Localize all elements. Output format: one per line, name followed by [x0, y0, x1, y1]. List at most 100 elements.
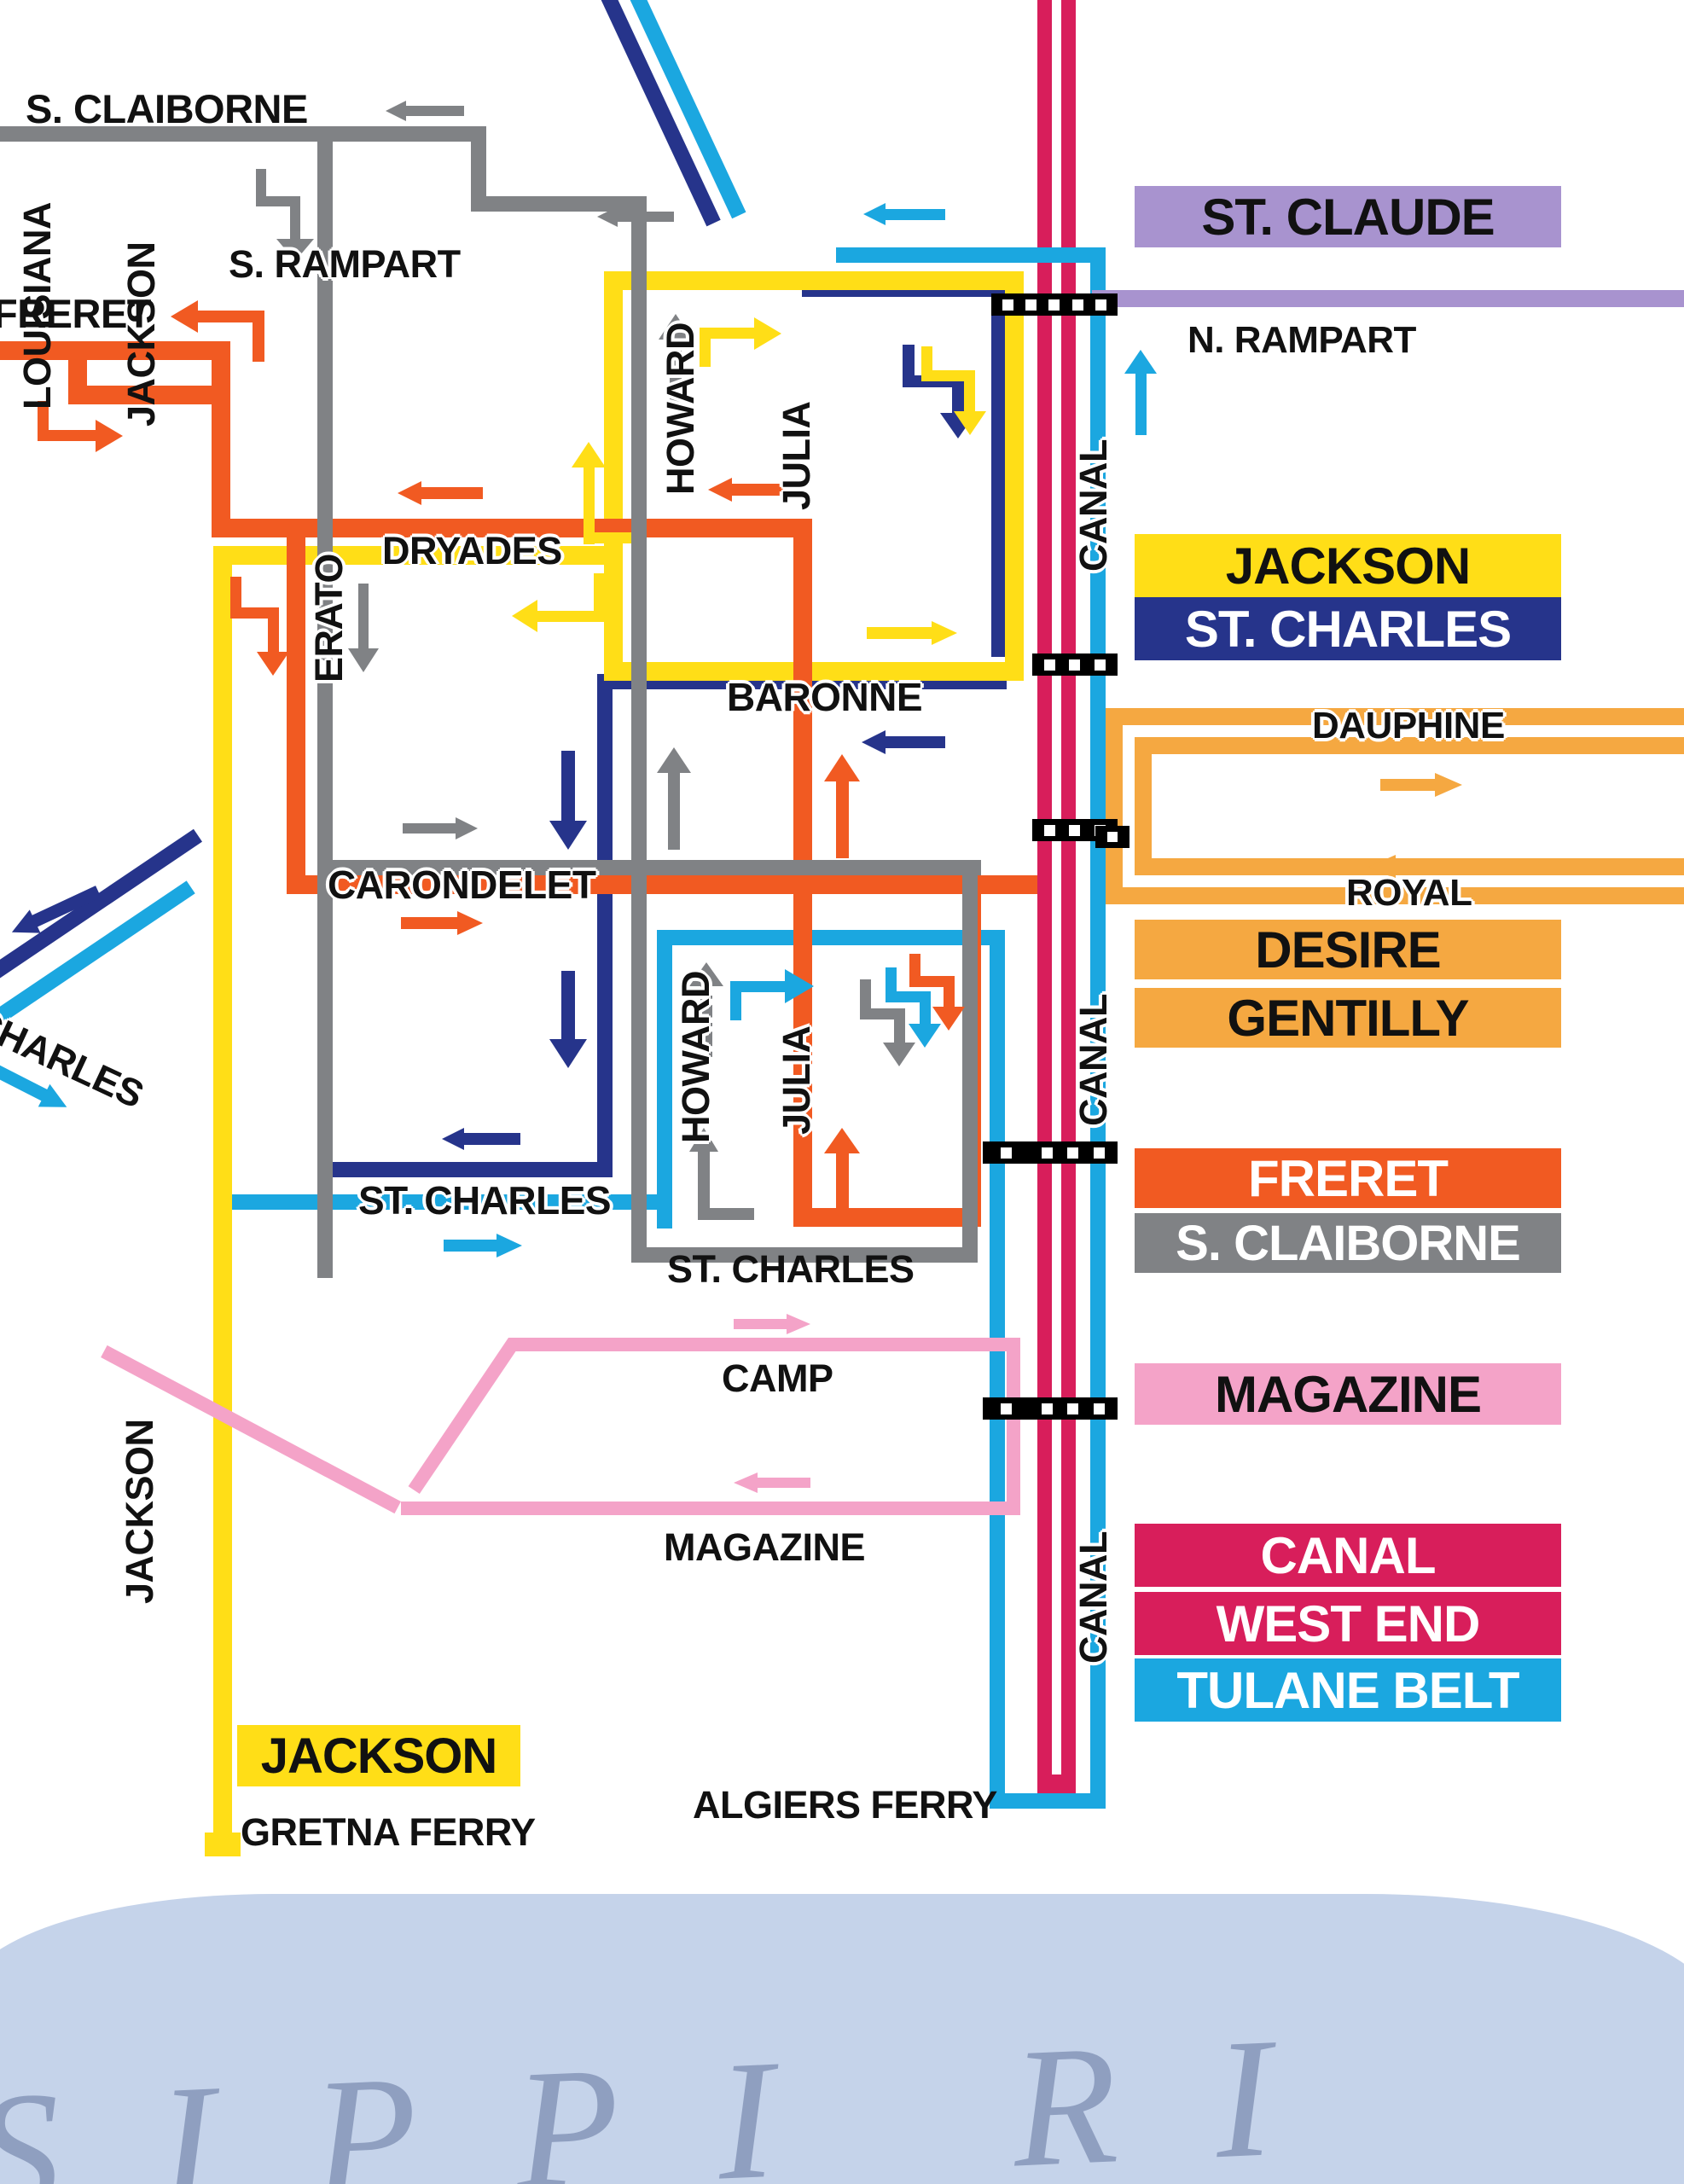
street-label-louisiana: LOUISIANA: [15, 202, 59, 410]
stop-marker-canal-carondelet-west: [983, 1141, 1029, 1164]
direction-arrow-baronne-west: [862, 730, 945, 754]
tulane-belt-ferry-spur: [990, 930, 1005, 1809]
legend-item-s-claiborne[interactable]: S. CLAIBORNE: [1135, 1213, 1561, 1273]
gentilly-royal-lower: [1106, 887, 1684, 904]
street-label-royal: ROYAL: [1346, 872, 1472, 914]
s-claiborne-rampart-vertical: [317, 126, 333, 1278]
tulane-belt-bottom-turn: [990, 1793, 1106, 1809]
legend-item-st-claude[interactable]: ST. CLAUDE: [1135, 186, 1561, 247]
stop-marker-canal-carondelet-east: [1029, 1141, 1118, 1164]
st-charles-lower-horizontal: [333, 1162, 613, 1177]
s-claiborne-lower-horizontal: [631, 1247, 978, 1263]
legend-item-tulane-belt[interactable]: TULANE BELT: [1135, 1658, 1561, 1722]
direction-arrow-louisiana-east: [38, 401, 123, 454]
street-label-julia-bottom: JULIA: [775, 1025, 818, 1135]
legend-item-jackson[interactable]: JACKSON: [1135, 534, 1561, 597]
freret-loop-right: [212, 341, 230, 537]
s-claiborne-rampart-jog-v: [471, 126, 486, 200]
magazine-canal-vertical: [1007, 1338, 1020, 1515]
direction-arrow-julia-turn-orange: [909, 954, 981, 1048]
jackson-howard-vertical: [604, 271, 623, 681]
direction-arrow-freret-west: [171, 300, 264, 362]
legend-item-gentilly[interactable]: GENTILLY: [1135, 988, 1561, 1048]
desire-loop-inner-left: [1135, 737, 1152, 875]
legend-item-st-charles[interactable]: ST. CHARLES: [1135, 597, 1561, 660]
tulane-belt-carondelet-box-top: [657, 930, 1005, 945]
freret-loop-top: [0, 341, 230, 360]
legend-item-desire[interactable]: DESIRE: [1135, 920, 1561, 979]
legend-item-west-end[interactable]: WEST END: [1135, 1592, 1561, 1655]
s-claiborne-julia-vertical: [962, 860, 978, 1261]
direction-arrow-julia-turn-cyan: [886, 967, 957, 1061]
direction-arrow-jackson-south: [921, 346, 998, 440]
direction-arrow-s-claiborne-west: [386, 101, 464, 121]
direction-arrow-jackson-east-baronne: [867, 621, 957, 645]
terminal-label-gretna-ferry: GRETNA FERRY: [241, 1810, 536, 1854]
stop-marker-canal-camp-west: [983, 1397, 1029, 1420]
terminal-label-algiers-ferry: ALGIERS FERRY: [693, 1783, 997, 1827]
desire-dauphine: [1106, 708, 1684, 725]
street-label-st-charles-mid: ST. CHARLES: [358, 1178, 612, 1223]
legend-item-magazine[interactable]: MAGAZINE: [1135, 1363, 1561, 1425]
stop-marker-canal-rampart: [991, 293, 1118, 316]
jackson-baronne-horizontal: [604, 662, 1024, 681]
direction-arrow-howard-north-lower: [689, 962, 723, 1058]
magazine-camp-diagonal: [408, 1338, 520, 1495]
magazine-camp-horizontal: [508, 1338, 1020, 1351]
direction-arrow-baronne-south: [549, 751, 587, 855]
direction-arrow-howard-south-navy: [549, 971, 587, 1073]
direction-arrow-st-charles-west-lower: [442, 1128, 520, 1150]
street-label-s-rampart: S. RAMPART: [229, 242, 461, 286]
freret-dryades-horizontal: [213, 519, 810, 537]
direction-arrow-rampart-south: [256, 169, 314, 263]
direction-arrow-carondelet-east-grey: [403, 817, 478, 839]
direction-arrow-erato-south: [230, 577, 307, 679]
direction-arrow-julia-west: [708, 478, 790, 502]
street-label-dryades: DRYADES: [382, 529, 562, 572]
direction-arrow-rampart-south-2: [348, 584, 379, 676]
direction-arrow-jackson-east-top: [700, 314, 785, 367]
direction-arrow-dauphine-east: [1380, 773, 1462, 797]
direction-arrow-baronne-north-grey: [657, 747, 691, 850]
jackson-street-vertical: [213, 546, 232, 1851]
jackson-baronne-vertical: [1005, 271, 1024, 681]
tulane-belt-rampart-horizontal: [836, 247, 1106, 263]
direction-arrow-st-charles-north-grey: [689, 1128, 763, 1220]
st-claude-rampart-line: [1092, 290, 1684, 307]
desire-loop-outer-left: [1106, 708, 1123, 904]
s-claiborne-carondelet-horizontal: [333, 860, 981, 875]
street-label-canal-1: CANAL: [1071, 439, 1115, 572]
street-label-freret: FRERET: [0, 291, 152, 336]
tulane-belt-howard-vertical: [657, 930, 672, 1228]
terminal-chip-jackson[interactable]: JACKSON: [237, 1725, 520, 1786]
freret-loop-inner-left: [68, 341, 87, 404]
street-label-jackson-lower: JACKSON: [118, 1419, 161, 1604]
street-label-julia-top: JULIA: [775, 401, 818, 510]
direction-arrow-howard-north: [659, 314, 693, 410]
legend-item-canal[interactable]: CANAL: [1135, 1524, 1561, 1587]
st-charles-howard-vertical: [991, 282, 1007, 657]
direction-arrow-royal-west: [1368, 855, 1450, 879]
street-label-s-claiborne-top: S. CLAIBORNE: [26, 86, 308, 131]
s-claiborne-top-horizontal: [0, 126, 486, 142]
tulane-belt-vertical: [1090, 256, 1106, 1809]
canal-line-terminus-cap: [1037, 1774, 1076, 1793]
street-label-howard-top: HOWARD: [659, 322, 702, 495]
direction-arrow-magazine-west: [734, 1472, 810, 1493]
jackson-gretna-terminus: [205, 1833, 241, 1856]
street-label-st-charles-low: ST. CHARLES: [667, 1247, 915, 1291]
freret-erato-vertical: [287, 519, 305, 894]
street-label-dauphine: DAUPHINE: [1312, 705, 1505, 746]
direction-arrow-freret-north-lower: [824, 1128, 909, 1222]
freret-carondelet-horizontal: [287, 875, 1037, 894]
street-label-camp: CAMP: [722, 1356, 833, 1400]
mississippi-river: SIPPI RI: [0, 1843, 1684, 2184]
magazine-horizontal: [401, 1502, 1020, 1515]
stop-marker-dauphine-transfer: [1095, 826, 1129, 848]
s-claiborne-howard-vertical: [631, 196, 647, 1263]
direction-arrow-tulane-west: [863, 203, 945, 225]
gentilly-inner-upper: [1135, 737, 1684, 754]
canal-line-west-rail: [1037, 0, 1052, 1792]
legend-item-freret[interactable]: FRERET: [1135, 1148, 1561, 1208]
